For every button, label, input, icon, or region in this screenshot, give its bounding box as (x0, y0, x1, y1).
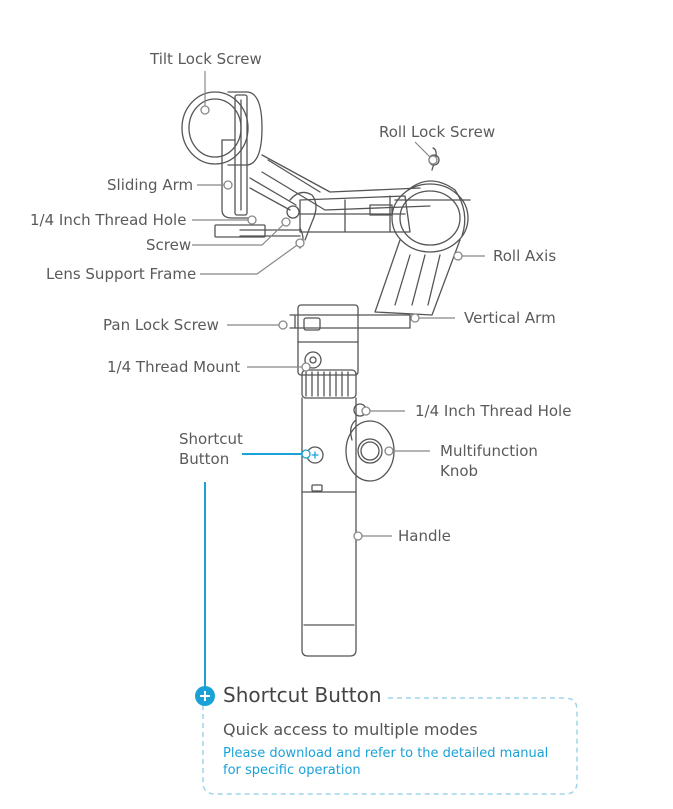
pan-motor (297, 304, 359, 399)
label-lens-support-frame: Lens Support Frame (46, 265, 197, 283)
label-shortcut-button-1: Shortcut (179, 430, 243, 448)
info-box-note: Please download and refer to the detaile… (223, 746, 549, 778)
label-thread-mount: 1/4 Thread Mount (107, 358, 241, 376)
vertical-arm (289, 239, 461, 329)
shortcut-leader (204, 453, 306, 688)
label-roll-axis: Roll Axis (493, 247, 557, 265)
label-shortcut-button-2: Button (179, 450, 230, 468)
tilt-motor (181, 91, 266, 238)
label-screw: Screw (146, 236, 192, 254)
label-pan-lock-screw: Pan Lock Screw (103, 316, 219, 334)
multifunction-knob (345, 403, 395, 482)
handle (301, 397, 357, 657)
label-vertical-arm: Vertical Arm (464, 309, 556, 327)
label-sliding-arm: Sliding Arm (107, 176, 194, 194)
plus-icon (195, 686, 215, 706)
label-thread-hole-top: 1/4 Inch Thread Hole (30, 211, 187, 229)
info-box-description: Quick access to multiple modes (223, 720, 478, 739)
label-multifunction-knob-1: Multifunction (440, 442, 538, 460)
label-tilt-lock-screw: Tilt Lock Screw (150, 50, 262, 68)
info-box-title: Shortcut Button (223, 683, 382, 707)
label-thread-hole-side: 1/4 Inch Thread Hole (415, 402, 572, 420)
label-handle: Handle (398, 527, 451, 545)
label-roll-lock-screw: Roll Lock Screw (379, 123, 496, 141)
upper-arm (249, 154, 431, 233)
info-box-border (202, 697, 578, 795)
label-multifunction-knob-2: Knob (440, 462, 479, 480)
callout-dots (200, 105, 463, 541)
